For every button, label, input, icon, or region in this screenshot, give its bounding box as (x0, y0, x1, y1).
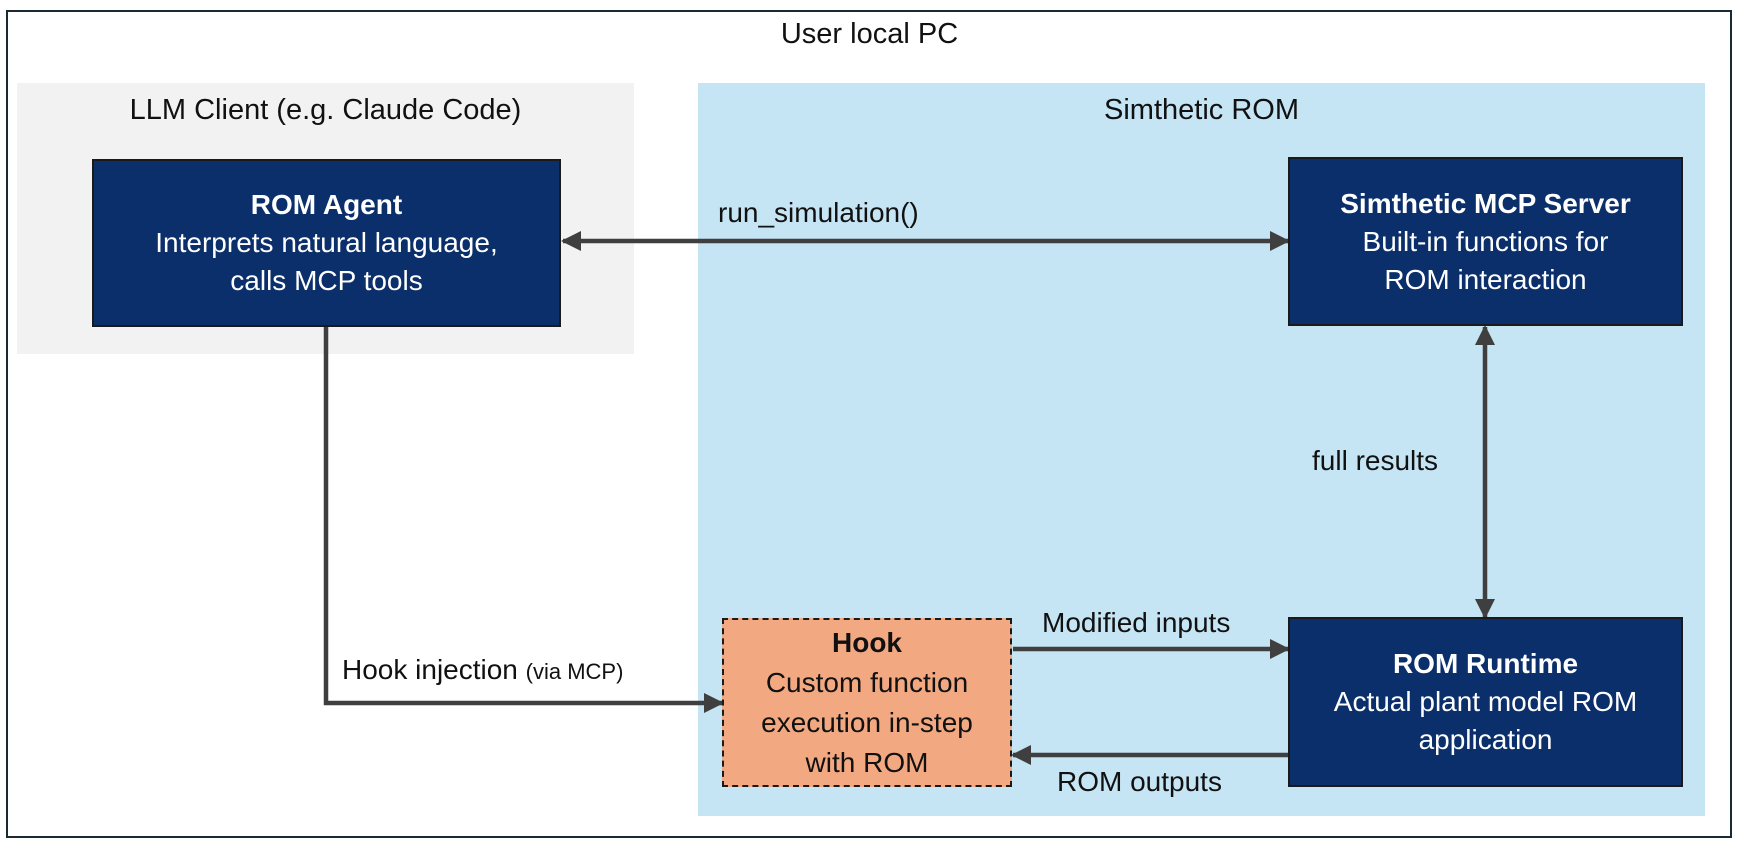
rom-outputs-label: ROM outputs (1057, 766, 1222, 797)
rom-agent-line2: calls MCP tools (230, 265, 423, 296)
user-local-pc-title: User local PC (780, 18, 959, 50)
llm-client-title: LLM Client (e.g. Claude Code) (129, 94, 522, 126)
hook-line3: with ROM (805, 746, 929, 778)
rom-runtime-title: ROM Runtime (1392, 648, 1579, 679)
hook-line1: Custom function (765, 666, 969, 698)
mcp-server-line2: ROM interaction (1384, 263, 1587, 295)
simthetic-rom-title: Simthetic ROM (1104, 94, 1299, 126)
hook-node: Hook Custom function execution in-step w… (722, 618, 1012, 787)
rom-agent-line1: Interprets natural language, (155, 227, 498, 258)
hook-title: Hook (832, 626, 902, 658)
hook-injection-note: (via MCP) (525, 659, 624, 684)
hook-injection-arrow (323, 327, 725, 714)
full-results-label: full results (1312, 445, 1439, 476)
rom-agent-title: ROM Agent (250, 189, 403, 220)
mcp-server-line1: Built-in functions for (1362, 225, 1609, 257)
modified-inputs-label: Modified inputs (1042, 607, 1231, 638)
mcp-server-node: Simthetic MCP Server Built-in functions … (1288, 157, 1683, 326)
hook-injection-label: Hook injection (via MCP) (342, 654, 623, 686)
rom-runtime-node: ROM Runtime Actual plant model ROM appli… (1288, 617, 1683, 787)
run-simulation-label: run_simulation() (718, 197, 919, 228)
user-local-pc-frame (6, 10, 1732, 838)
rom-runtime-line2: application (1418, 724, 1553, 755)
rom-agent-node: ROM Agent Interprets natural language, c… (92, 159, 561, 327)
rom-runtime-line1: Actual plant model ROM (1333, 686, 1638, 717)
hook-injection-text: Hook injection (342, 654, 518, 685)
mcp-server-title: Simthetic MCP Server (1340, 187, 1631, 219)
hook-line2: execution in-step (761, 706, 973, 738)
